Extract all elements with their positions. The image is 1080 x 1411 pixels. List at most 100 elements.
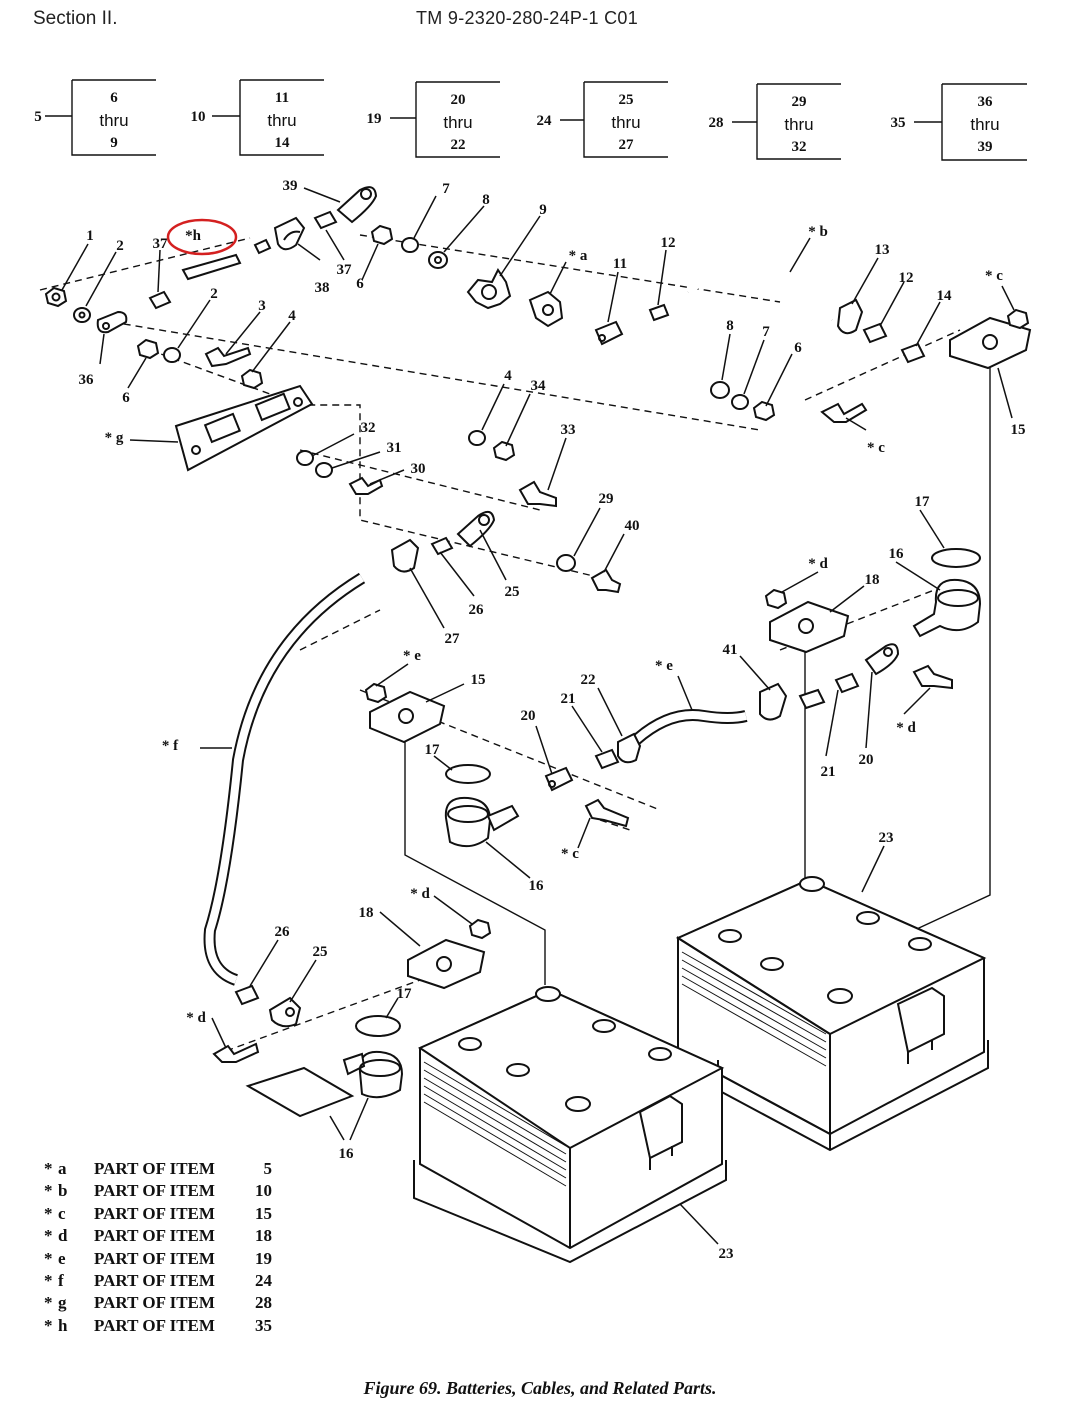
callout-f: * f: [162, 738, 179, 754]
group-item-5: 5: [34, 109, 42, 125]
washer-8: [428, 251, 448, 269]
callout-23b: 23: [719, 1246, 734, 1262]
lug-36: [96, 310, 128, 334]
callout-33: 33: [561, 422, 576, 438]
nut-6: [370, 224, 394, 246]
nut-6b: [136, 338, 160, 360]
legend-star: *: [44, 1315, 53, 1335]
group-bracket-24: 24 25 thru 27: [537, 81, 668, 158]
highlight-ring: [166, 218, 238, 256]
screw-30: [348, 476, 384, 495]
group-35-thru: thru: [970, 115, 999, 134]
group-28-thru: thru: [784, 115, 813, 134]
bolt-3: [204, 346, 252, 368]
legend-letter: h: [58, 1315, 68, 1335]
callout-15b: 15: [471, 672, 486, 688]
callout-11: 11: [613, 256, 627, 272]
clamp-27: [390, 538, 420, 573]
group-28-to: 32: [792, 139, 807, 155]
legend-letter: b: [58, 1181, 68, 1201]
post-clamp-15b: [369, 690, 446, 744]
callout-16b: 16: [529, 878, 545, 894]
callout-21: 21: [561, 691, 576, 707]
callout-8b: 8: [726, 318, 734, 334]
ferrule-37: [148, 290, 172, 310]
cover-16c: [358, 1050, 404, 1099]
legend-star: *: [44, 1203, 53, 1223]
legend-text: PART OF ITEM: [94, 1203, 215, 1223]
legend-item-number: 19: [255, 1248, 272, 1268]
callout-18: 18: [865, 572, 880, 588]
callout-17: 17: [915, 494, 931, 510]
group-bracket-35: 35 36 thru 39: [891, 83, 1027, 161]
bottom-left-hardware: [212, 918, 492, 1118]
group-24-to: 27: [619, 137, 635, 153]
legend-item-number: 35: [255, 1315, 272, 1335]
callout-6b: 6: [122, 390, 130, 406]
nut-d3: [468, 918, 492, 940]
group-5-to: 9: [110, 135, 118, 151]
bolt-c: [820, 402, 868, 423]
callout-17b: 17: [425, 742, 441, 758]
legend-letter: g: [58, 1293, 67, 1313]
callout-25b: 25: [313, 944, 328, 960]
group-24-from: 25: [619, 92, 634, 108]
legend-text: PART OF ITEM: [94, 1159, 215, 1178]
callout-c1: * c: [985, 268, 1003, 284]
callout-17c: 17: [397, 986, 413, 1002]
callout-2b: 2: [210, 286, 218, 302]
callout-36: 36: [79, 372, 95, 388]
group-bracket-10: 10 11 thru 14: [191, 79, 324, 156]
terminal-14: [900, 342, 926, 364]
tm-number: TM 9-2320-280-24P-1 C01: [416, 8, 639, 28]
washer-31: [315, 462, 333, 478]
legend-row: *h PART OF ITEM 35: [44, 1315, 272, 1337]
plate-g: [174, 384, 314, 472]
callout-27: 27: [445, 631, 461, 647]
cable-b: [686, 260, 834, 323]
cover-pad-16: [245, 1066, 355, 1118]
cable-f: [203, 572, 366, 986]
group-10-from: 11: [275, 90, 289, 106]
bolt-33: [518, 480, 557, 508]
legend-star: *: [44, 1159, 53, 1178]
callout-2: 2: [116, 238, 124, 254]
cap-17b: [445, 764, 491, 784]
legend-item-number: 5: [263, 1159, 273, 1178]
callout-labels: 1 2 37 *h 39 7 8 9 * a 11 12 * b 13 12 1…: [79, 178, 1026, 1262]
washer-7: [401, 237, 419, 253]
callout-22: 22: [581, 672, 596, 688]
ferrule-12b: [862, 322, 888, 344]
callout-4: 4: [288, 308, 296, 324]
callout-c3: * c: [561, 846, 579, 862]
legend-item-number: 24: [255, 1271, 272, 1291]
legend-star: *: [44, 1248, 53, 1268]
callout-14: 14: [937, 288, 953, 304]
post-clamp-18b: [407, 938, 486, 990]
nut-1: [44, 286, 68, 308]
bolt-d4: [212, 1042, 260, 1063]
callout-6: 6: [356, 276, 364, 292]
callout-7: 7: [442, 181, 450, 197]
terminal-post-a: [528, 290, 564, 328]
callout-g: * g: [105, 430, 124, 446]
callout-6c: 6: [794, 340, 802, 356]
legend-text: PART OF ITEM: [94, 1315, 215, 1335]
ferrule-21b: [834, 672, 860, 694]
sleeve-37: [313, 210, 338, 230]
legend-letter: d: [58, 1226, 68, 1246]
legend-letter: c: [58, 1203, 66, 1223]
legend-text: PART OF ITEM: [94, 1181, 215, 1201]
callout-8: 8: [482, 192, 490, 208]
bolt-d2: [912, 664, 953, 690]
ferrule-21a: [594, 748, 620, 770]
nut-d1: [764, 588, 788, 610]
callout-16c: 16: [339, 1146, 355, 1162]
callout-12b: 12: [899, 270, 914, 286]
callout-37b: 37: [337, 262, 353, 278]
